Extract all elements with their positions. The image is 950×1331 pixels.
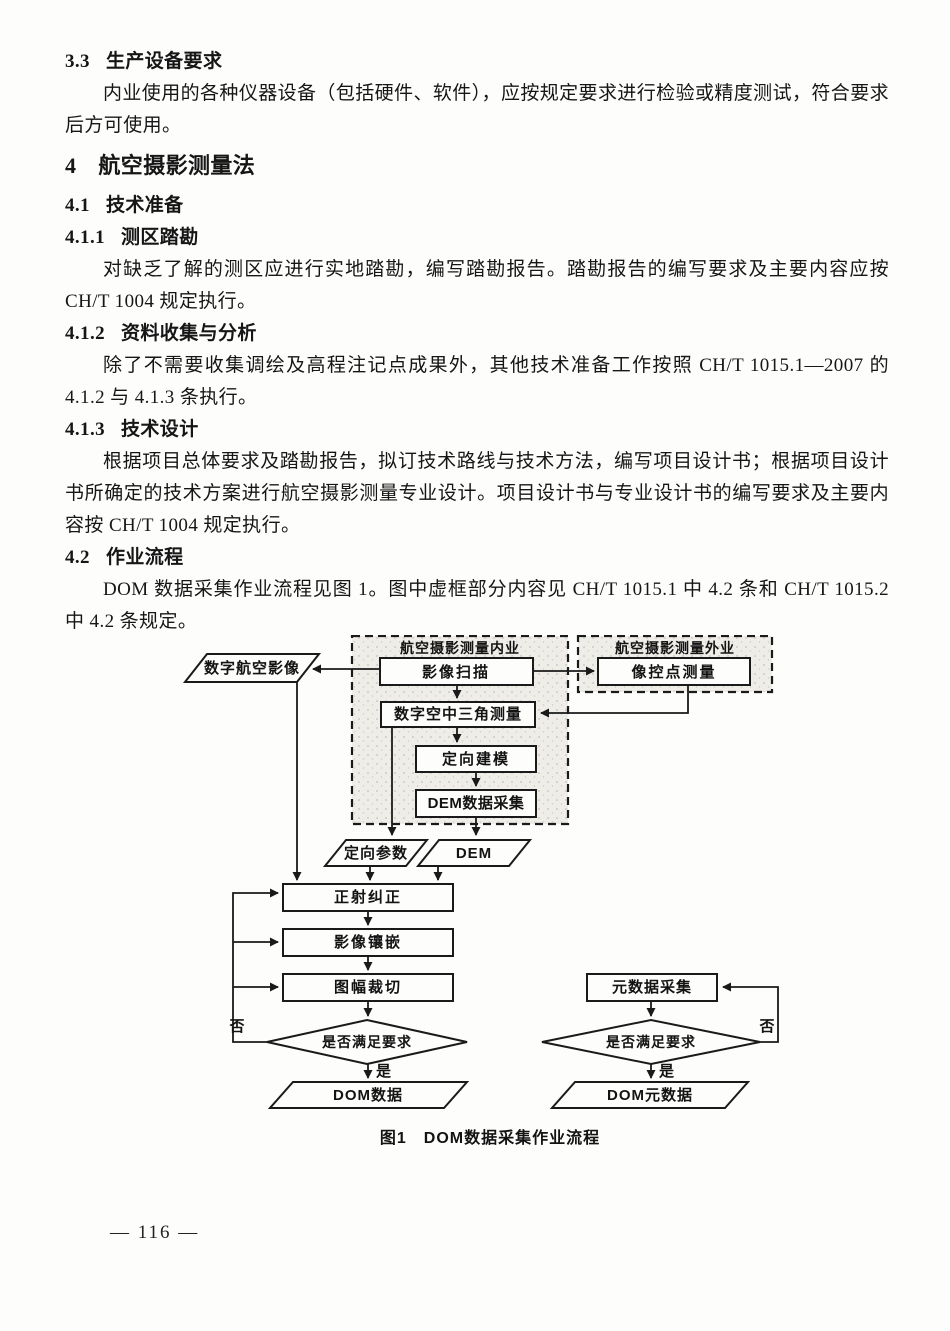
label-map-sheet-clipping: 图幅裁切 — [334, 978, 402, 996]
label-orthorectification: 正射纠正 — [334, 888, 402, 906]
label-dem-data-collection: DEM数据采集 — [428, 794, 525, 812]
label-metadata-collection: 元数据采集 — [612, 978, 692, 996]
heading-title: 测区踏勘 — [121, 227, 199, 248]
node-dom-metadata — [549, 1081, 751, 1109]
heading-number: 4.1.3 — [65, 419, 105, 440]
heading-number: 4.1 — [65, 195, 90, 216]
node-metadata-collection — [586, 973, 718, 1002]
heading-title: 技术设计 — [121, 419, 199, 440]
group-label-outdoor: 航空摄影测量外业 — [615, 640, 735, 656]
figure-caption: 图1 DOM数据采集作业流程 — [379, 1130, 601, 1147]
paragraph-4-1-2: 除了不需要收集调绘及高程注记点成果外，其他技术准备工作按照 CH/T 1015.… — [65, 355, 889, 408]
node-map-sheet-clipping — [282, 973, 454, 1002]
label-no-right: 否 — [758, 1018, 774, 1035]
heading-number: 4 — [65, 153, 77, 178]
node-orientation-modeling — [415, 745, 537, 773]
node-digital-aerial-image — [182, 653, 322, 683]
heading-title: 航空摄影测量法 — [98, 153, 256, 178]
paragraph-4-1-1: 对缺乏了解的测区应进行实地踏勘，编写踏勘报告。踏勘报告的编写要求及主要内容应按 … — [65, 259, 889, 312]
label-image-mosaicking: 影像镶嵌 — [334, 933, 402, 951]
heading-4-1: 4.1 技术准备 — [65, 190, 889, 222]
heading-number: 4.1.1 — [65, 227, 105, 248]
feedback-no-to-metadata-collection — [722, 982, 779, 1043]
label-orientation-modeling: 定向建模 — [442, 750, 510, 768]
heading-number: 3.3 — [65, 51, 90, 72]
heading-4-2: 4.2 作业流程 — [65, 542, 889, 574]
heading-title: 资料收集与分析 — [121, 323, 257, 344]
node-digital-aerotriangulation — [380, 701, 536, 728]
heading-number: 4.1.2 — [65, 323, 105, 344]
node-decision-left — [266, 1018, 468, 1066]
label-no-left: 否 — [228, 1018, 244, 1035]
node-image-mosaicking — [282, 928, 454, 957]
node-dem — [415, 839, 533, 867]
group-label-indoor: 航空摄影测量内业 — [400, 640, 520, 656]
heading-4-1-3: 4.1.3 技术设计 — [65, 414, 889, 446]
node-control-point-survey — [597, 657, 751, 686]
heading-title: 作业流程 — [105, 547, 184, 568]
label-image-scanning: 影像扫描 — [422, 663, 490, 681]
label-decision-right: 是否满足要求 — [606, 1034, 696, 1050]
label-digital-aerotriangulation: 数字空中三角测量 — [394, 705, 522, 723]
paragraph-4-1-3: 根据项目总体要求及踏勘报告，拟订技术路线与技术方法，编写项目设计书；根据项目设计… — [65, 451, 889, 536]
heading-title: 技术准备 — [105, 195, 184, 216]
paragraph-3-3: 内业使用的各种仪器设备（包括硬件、软件），应按规定要求进行检验或精度测试，符合要… — [65, 83, 889, 136]
label-yes-right: 是 — [658, 1063, 675, 1080]
label-dem: DEM — [456, 845, 492, 862]
heading-title: 生产设备要求 — [105, 51, 223, 72]
page-number: — 116 — — [110, 1222, 200, 1243]
heading-4: 4 航空摄影测量法 — [65, 146, 889, 186]
label-dom-data: DOM数据 — [333, 1086, 403, 1104]
heading-number: 4.2 — [65, 547, 90, 568]
heading-4-1-2: 4.1.2 资料收集与分析 — [65, 318, 889, 350]
label-digital-aerial-image: 数字航空影像 — [204, 659, 300, 677]
label-dom-metadata: DOM元数据 — [607, 1086, 693, 1104]
document-text: 3.3 生产设备要求 内业使用的各种仪器设备（包括硬件、软件），应按规定要求进行… — [65, 46, 889, 638]
label-decision-left: 是否满足要求 — [322, 1034, 412, 1050]
heading-3-3: 3.3 生产设备要求 — [65, 46, 889, 78]
node-orientation-parameters — [322, 839, 430, 867]
heading-4-1-1: 4.1.1 测区踏勘 — [65, 222, 889, 254]
arrow-control-points-to-aerotriangulation — [540, 685, 689, 718]
node-image-scanning — [379, 657, 534, 686]
label-yes-left: 是 — [375, 1063, 392, 1080]
label-control-point-survey: 像控点测量 — [631, 663, 716, 681]
label-orientation-parameters: 定向参数 — [344, 844, 408, 862]
node-dem-data-collection — [415, 789, 537, 818]
node-decision-right — [541, 1018, 761, 1066]
paragraph-4-2: DOM 数据采集作业流程见图 1。图中虚框部分内容见 CH/T 1015.1 中… — [65, 579, 889, 632]
node-orthorectification — [282, 883, 454, 912]
node-dom-data — [267, 1081, 470, 1109]
feedback-no-to-orthorectification — [232, 888, 279, 1043]
dom-workflow-flowchart: 航空摄影测量内业 航空摄影测量外业 数字航空影像 影像扫描 像控点测量 数字空中… — [182, 635, 779, 1109]
